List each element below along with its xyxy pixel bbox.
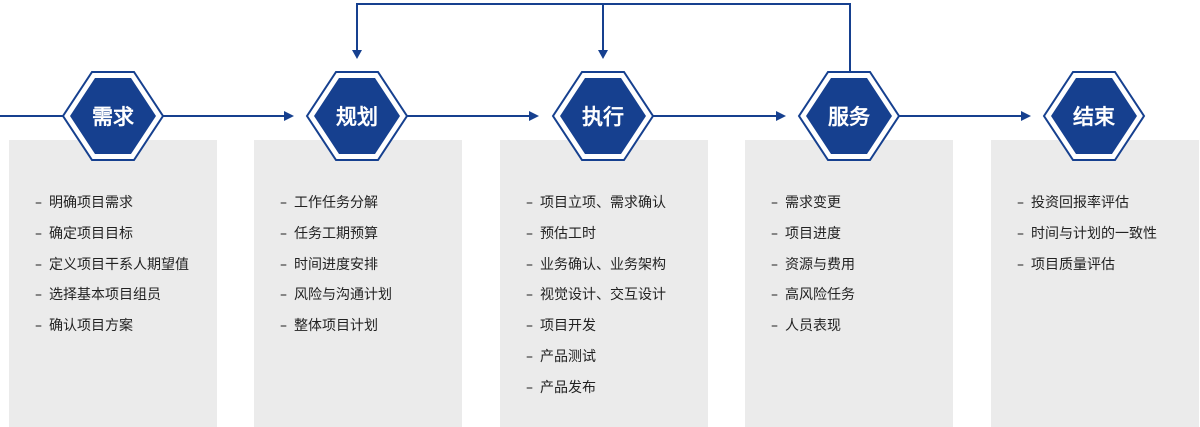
list-item: –定义项目干系人期望值: [35, 250, 189, 281]
bullet: –: [35, 256, 42, 273]
stage-items-planning: –工作任务分解 –任务工期预算 –时间进度安排 –风险与沟通计划 –整体项目计划: [280, 188, 392, 342]
bullet: –: [526, 195, 533, 211]
list-item: –项目进度: [771, 219, 855, 250]
list-item: –产品测试: [526, 342, 666, 373]
list-item: –确认项目方案: [35, 311, 189, 342]
hexagon-icon: [797, 71, 901, 161]
stage-panel-demand: –明确项目需求 –确定项目目标 –定义项目干系人期望值 –选择基本项目组员 –确…: [9, 140, 217, 427]
arrowhead-icon: [776, 111, 786, 121]
list-item: –人员表现: [771, 311, 855, 342]
list-item: –项目立项、需求确认: [526, 188, 666, 219]
list-item: –视觉设计、交互设计: [526, 280, 666, 311]
bullet: –: [771, 256, 778, 273]
stage-node-service: 服务: [796, 70, 902, 162]
bullet: –: [771, 318, 778, 335]
bullet: –: [1017, 256, 1024, 273]
bullet: –: [35, 287, 42, 304]
list-item: –高风险任务: [771, 280, 855, 311]
list-item: –风险与沟通计划: [280, 280, 392, 311]
stage-items-demand: –明确项目需求 –确定项目目标 –定义项目干系人期望值 –选择基本项目组员 –确…: [35, 188, 189, 342]
stage-panel-planning: –工作任务分解 –任务工期预算 –时间进度安排 –风险与沟通计划 –整体项目计划: [254, 140, 462, 427]
list-item: –资源与费用: [771, 250, 855, 281]
list-item: –确定项目目标: [35, 219, 189, 250]
list-item: –产品发布: [526, 373, 666, 404]
list-item: –需求变更: [771, 188, 855, 219]
bullet: –: [280, 195, 287, 211]
stage-panel-execution: –项目立项、需求确认 –预估工时 –业务确认、业务架构 –视觉设计、交互设计 –…: [500, 140, 708, 427]
list-item: –业务确认、业务架构: [526, 250, 666, 281]
list-item: –明确项目需求: [35, 188, 189, 219]
stage-title: 结束: [1073, 105, 1115, 129]
bullet: –: [1017, 225, 1024, 242]
stage-title: 服务: [828, 105, 870, 129]
list-item: –项目开发: [526, 311, 666, 342]
bullet: –: [280, 318, 287, 335]
stage-items-service: –需求变更 –项目进度 –资源与费用 –高风险任务 –人员表现: [771, 188, 855, 342]
list-item: –整体项目计划: [280, 311, 392, 342]
stage-items-execution: –项目立项、需求确认 –预估工时 –业务确认、业务架构 –视觉设计、交互设计 –…: [526, 188, 666, 404]
list-item: –工作任务分解: [280, 188, 392, 219]
bullet: –: [35, 195, 42, 211]
arrowhead-icon: [284, 111, 294, 121]
list-item: –选择基本项目组员: [35, 280, 189, 311]
bullet: –: [771, 287, 778, 304]
list-item: –任务工期预算: [280, 219, 392, 250]
stage-node-demand: 需求: [60, 70, 166, 162]
stage-title: 规划: [336, 105, 378, 129]
stage-panel-service: –需求变更 –项目进度 –资源与费用 –高风险任务 –人员表现: [745, 140, 953, 427]
stage-title: 需求: [92, 105, 134, 129]
arrowhead-icon: [1021, 111, 1031, 121]
bullet: –: [35, 318, 42, 335]
arrowhead-icon: [529, 111, 539, 121]
bullet: –: [280, 287, 287, 304]
hexagon-icon: [61, 71, 165, 161]
bullet: –: [35, 225, 42, 242]
bullet: –: [280, 225, 287, 242]
bullet: –: [771, 195, 778, 211]
bullet: –: [526, 318, 533, 335]
bullet: –: [526, 287, 533, 304]
stage-panel-closing: –投资回报率评估 –时间与计划的一致性 –项目质量评估: [991, 140, 1199, 427]
arrowhead-icon: [598, 50, 608, 59]
arrowhead-icon: [352, 50, 362, 59]
list-item: –时间与计划的一致性: [1017, 219, 1157, 250]
list-item: –项目质量评估: [1017, 250, 1157, 281]
bullet: –: [771, 225, 778, 242]
list-item: –时间进度安排: [280, 250, 392, 281]
bullet: –: [526, 256, 533, 273]
stage-node-planning: 规划: [304, 70, 410, 162]
stage-items-closing: –投资回报率评估 –时间与计划的一致性 –项目质量评估: [1017, 188, 1157, 280]
stage-title: 执行: [582, 105, 624, 129]
hexagon-icon: [305, 71, 409, 161]
hexagon-icon: [1042, 71, 1146, 161]
list-item: –预估工时: [526, 219, 666, 250]
list-item: –投资回报率评估: [1017, 188, 1157, 219]
bullet: –: [280, 256, 287, 273]
stage-node-closing: 结束: [1041, 70, 1147, 162]
bullet: –: [1017, 195, 1024, 211]
bullet: –: [526, 348, 533, 365]
bullet: –: [526, 225, 533, 242]
bullet: –: [526, 379, 533, 396]
hexagon-icon: [551, 71, 655, 161]
stage-node-execution: 执行: [550, 70, 656, 162]
